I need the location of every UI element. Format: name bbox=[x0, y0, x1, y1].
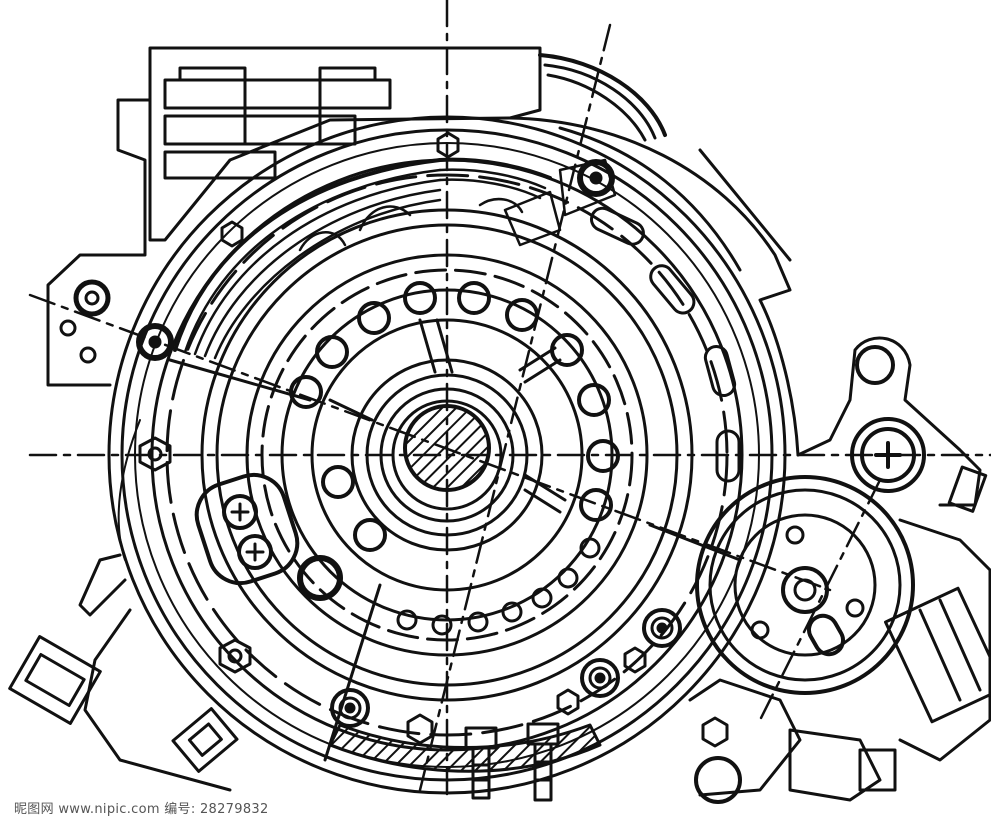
lower-left-housing bbox=[8, 553, 239, 792]
connector-plate bbox=[194, 472, 300, 586]
watermark-text: 昵图网 www.nipic.com 编号: 28279832 bbox=[10, 796, 273, 818]
diagonal-centerline-b bbox=[418, 23, 612, 792]
hex-bolts bbox=[138, 131, 729, 748]
cooling-fin-1 bbox=[163, 78, 392, 110]
spokes bbox=[328, 318, 567, 514]
upper-left-housing bbox=[46, 46, 667, 387]
cooling-slots bbox=[589, 206, 741, 483]
left-terminal-block bbox=[8, 635, 102, 725]
diagonal-centerline-a bbox=[28, 293, 832, 592]
small-holes-row bbox=[396, 537, 601, 636]
bolt-circle-ring bbox=[280, 288, 614, 622]
inner-rings bbox=[200, 208, 694, 702]
upper-right-boss bbox=[855, 345, 895, 385]
mounting-hole-left bbox=[73, 279, 111, 317]
right-gear-housing bbox=[688, 336, 991, 804]
watermark-bar: 昵图网 www.nipic.com 编号: 28279832 bbox=[0, 793, 991, 821]
outer-ring bbox=[107, 115, 787, 795]
upper-arc-ribs bbox=[173, 157, 617, 360]
bottom-segment bbox=[328, 722, 602, 802]
diagonal-centerline-c bbox=[758, 478, 882, 722]
shaft-center bbox=[403, 404, 491, 492]
reduction-gear bbox=[695, 475, 915, 695]
ringed-fasteners bbox=[136, 159, 682, 728]
bolt-holes bbox=[289, 281, 620, 552]
